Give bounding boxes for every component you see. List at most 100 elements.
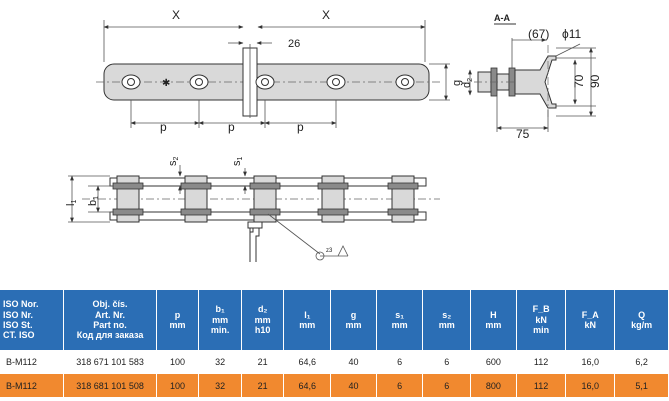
dim-s1: s1 (231, 157, 244, 167)
header-line: mm (485, 320, 502, 330)
table-cell: 6,2 (614, 350, 669, 374)
column-header: Obj. čís.Art. Nr.Part no.Код для заказа (63, 290, 157, 350)
header-line: F_B (532, 304, 550, 315)
header-line: g (350, 309, 357, 320)
header-line: ISO Nr. (3, 309, 34, 320)
dim-b1: b1 (87, 196, 100, 206)
table-cell: 32 (198, 350, 242, 374)
table-cell: 21 (241, 373, 285, 398)
dim-x-left: X (172, 8, 180, 22)
table-cell: 100 (156, 350, 200, 374)
header-line: mm (391, 320, 408, 330)
table-cell: 16,0 (565, 350, 616, 374)
header-line: Obj. čís. (92, 299, 128, 310)
header-line: kN (535, 314, 547, 325)
dim-p3: p (297, 120, 304, 134)
column-header: ISO Nor.ISO Nr.ISO St.CT. ISO (0, 290, 65, 350)
header-line: b₁ (215, 304, 225, 315)
dim-g: g (451, 80, 463, 86)
header-line: Q (638, 309, 646, 320)
table-cell: 800 (470, 373, 517, 398)
table-cell: 6 (376, 350, 424, 374)
bar-holes: ✱ (121, 74, 415, 90)
table-cell: 112 (516, 373, 567, 398)
table-cell: 40 (330, 373, 377, 398)
header-line: d₂ (257, 304, 268, 315)
table-cell: 100 (156, 373, 200, 398)
dim-x-right: X (322, 8, 330, 22)
dim-l1: l1 (65, 200, 78, 206)
side-view: z3 s2 s1 l1 b1 (65, 157, 440, 262)
header-line: mm (212, 314, 229, 325)
section-view: A-A d2 (67) ϕ11 70 90 75 (461, 13, 602, 141)
header-line: s₂ (442, 309, 452, 320)
table-cell: 318 671 101 583 (63, 350, 157, 374)
table-cell: 21 (241, 350, 285, 374)
header-line: CT. ISO (3, 330, 35, 341)
table-cell: 64,6 (283, 350, 332, 374)
header-line: mm (345, 320, 362, 330)
header-line: mm (254, 314, 271, 325)
table-cell: 40 (330, 350, 377, 374)
table-cell: 64,6 (283, 373, 332, 398)
header-line: Код для заказа (76, 330, 144, 341)
header-line: s₁ (395, 309, 404, 320)
table-cell: 16,0 (565, 373, 616, 398)
dim-s2: s2 (167, 157, 180, 167)
chain-rollers (112, 175, 419, 223)
table-cell: 32 (198, 373, 242, 398)
dim-26: 26 (288, 38, 300, 50)
dim-90: 90 (588, 74, 602, 88)
header-line: h10 (254, 325, 271, 336)
table-cell: B-M112 (0, 373, 65, 398)
header-line: F_A (581, 309, 599, 320)
table-cell: 6 (422, 373, 472, 398)
angle-label: z3 (326, 248, 333, 254)
header-line: H (490, 309, 497, 320)
svg-text:✱: ✱ (162, 78, 170, 89)
table-cell: 5,1 (614, 373, 669, 398)
table-cell: 6 (422, 350, 472, 374)
header-line: Part no. (93, 320, 127, 330)
technical-drawing: X X 26 ✱ p p p g A-A (65, 8, 602, 262)
header-line: l₁ (304, 309, 311, 320)
dim-75: 75 (516, 127, 530, 141)
dim-p1: p (160, 120, 167, 134)
dim-phi11: ϕ11 (562, 27, 582, 41)
header-line: mm (438, 320, 455, 330)
table-cell: 600 (470, 350, 517, 374)
top-view: X X 26 ✱ p p p g (96, 8, 463, 134)
table-cell: 6 (376, 373, 424, 398)
section-label: A-A (494, 13, 510, 23)
table-cell: B-M112 (0, 350, 65, 374)
header-line: p (174, 309, 181, 320)
header-line: kN (584, 320, 597, 330)
header-line: Art. Nr. (95, 309, 126, 320)
header-line: mm (299, 320, 316, 330)
header-line: mm (169, 320, 186, 330)
table-cell: 112 (516, 350, 567, 374)
header-line: ISO Nor. (3, 299, 39, 310)
dim-p2: p (228, 120, 235, 134)
header-line: ISO St. (3, 320, 33, 330)
dim-67: (67) (528, 27, 549, 41)
header-line: min (533, 325, 550, 336)
dim-d2: d2 (461, 78, 474, 88)
header-line: min. (210, 325, 230, 336)
table-cell: 318 681 101 508 (63, 373, 157, 398)
